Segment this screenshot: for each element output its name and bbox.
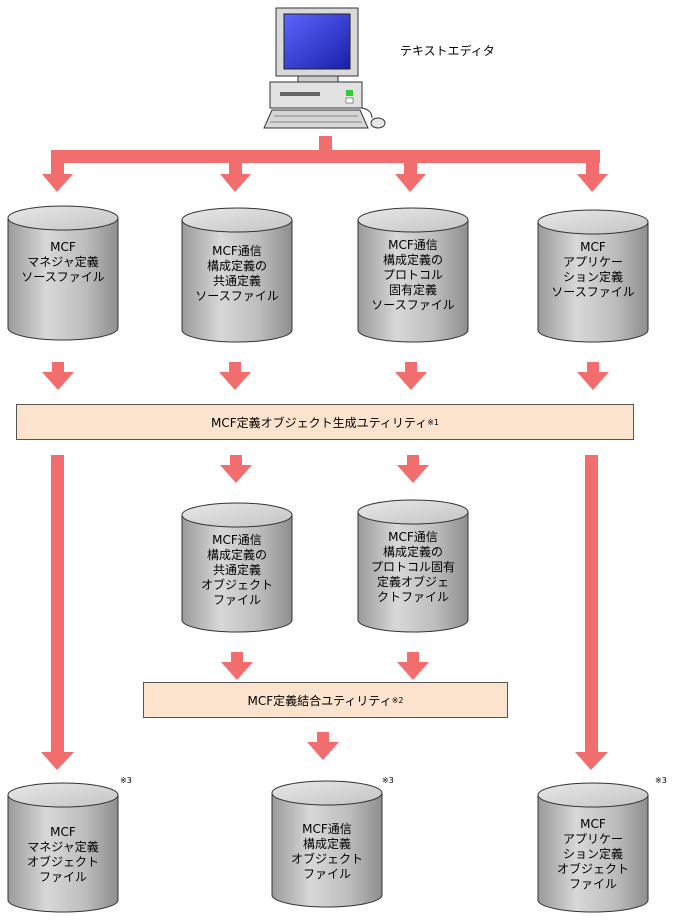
source-label-comm-protocol: MCF通信 構成定義の プロトコル 固有定義 ソースファイル	[371, 238, 455, 312]
utility2-box: MCF定義結合ユティリティ※2	[143, 682, 508, 718]
cylinder-mcf-comm-protocol-def-object	[357, 499, 469, 633]
output-note-comm: ※3	[382, 776, 394, 785]
long-arrows-to-outputs	[41, 455, 608, 770]
cylinder-mcf-comm-common-def-source	[181, 207, 293, 343]
cylinder-mcf-manager-def-object	[7, 782, 119, 913]
output-label-comm: MCF通信 構成定義 オブジェクト ファイル	[290, 822, 363, 881]
cylinder-mcf-manager-def-source	[7, 205, 119, 341]
editor-distribution-arrows	[42, 136, 608, 192]
utility1-note: ※1	[427, 417, 439, 427]
computer-icon	[263, 7, 386, 129]
source-label-comm-common: MCF通信 構成定義の 共通定義 ソースファイル	[195, 244, 279, 303]
output-note-manager: ※3	[120, 776, 132, 785]
utility2-label: MCF定義結合ユティリティ	[247, 693, 392, 708]
source-label-manager: MCF マネジャ定義 ソースファイル	[21, 240, 105, 284]
editor-label: テキストエディタ	[400, 44, 495, 58]
output-note-application: ※3	[655, 776, 667, 785]
intermediate-label-comm-protocol: MCF通信 構成定義の プロトコル固有 定義オブジェ クトファイル	[370, 530, 455, 604]
arrows-to-utility1	[42, 362, 609, 390]
intermediate-label-comm-common: MCF通信 構成定義の 共通定義 オブジェクト ファイル	[200, 533, 273, 607]
utility1-label: MCF定義オブジェクト生成ユティリティ	[211, 415, 428, 430]
arrows-to-intermediates	[220, 455, 429, 483]
output-label-manager: MCF マネジャ定義 オブジェクト ファイル	[26, 825, 99, 884]
cylinder-mcf-application-def-source	[537, 209, 649, 343]
cylinder-mcf-application-def-object	[537, 782, 649, 913]
output-label-application: MCF アプリケー ション定義 オブジェクト ファイル	[556, 817, 629, 891]
source-label-application: MCF アプリケー ション定義 ソースファイル	[551, 240, 635, 299]
cylinder-mcf-comm-common-def-object	[181, 502, 293, 633]
utility2-note: ※2	[391, 695, 404, 705]
utility1-box: MCF定義オブジェクト生成ユティリティ※1	[16, 404, 634, 440]
arrows-to-utility2	[221, 652, 429, 680]
arrow-to-comm-output	[307, 732, 339, 760]
cylinder-mcf-comm-protocol-def-source	[357, 207, 469, 343]
cylinder-mcf-comm-def-object	[271, 780, 383, 908]
